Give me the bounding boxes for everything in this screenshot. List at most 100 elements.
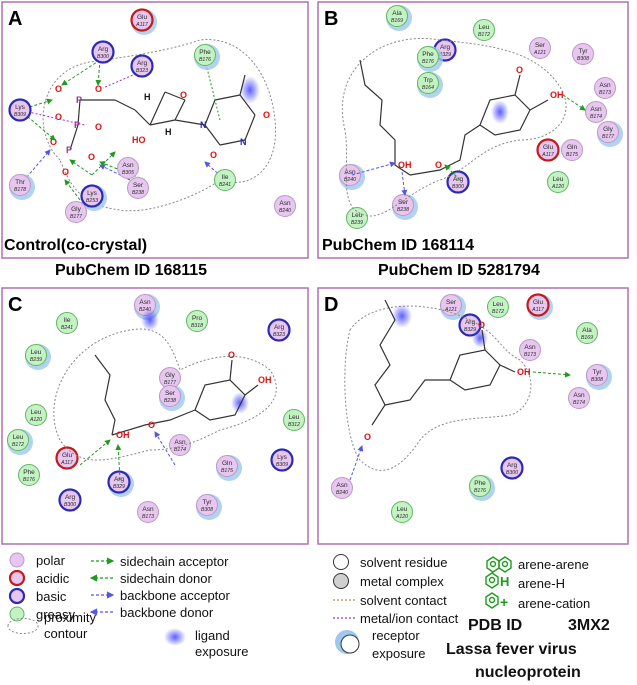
residue-number: B305 [122,170,134,176]
residue-name: Arg [453,176,464,183]
panel-d-atom-o: O [478,320,485,330]
legend-arene-arene-icon [486,556,512,573]
residue-name: Asn [122,162,134,169]
panel-d-caption: PubChem ID 5281794 [378,262,540,279]
atom-o-4: O [95,122,102,132]
atom-n-2: N [240,137,247,147]
residue-name: Leu [31,349,42,356]
legend-kind-solvent-residue: solvent residue [333,554,447,570]
residue-name: Arg [65,494,76,501]
residue-number: B300 [64,502,76,508]
residue-number: A121 [444,307,457,313]
residue-name: Leu [352,212,363,219]
residue-name: Ser [165,390,176,397]
residue-name: Leu [553,176,564,183]
legend-interaction-backbone-acceptor: backbone acceptor [91,588,231,603]
panel-c-caption: PubChem ID 168115 [55,262,207,279]
residue-number: B176 [23,477,35,483]
atom-p-3: P [66,145,72,155]
svg-text:solvent contact: solvent contact [360,593,447,608]
residue-number: A117 [541,152,555,158]
residue-number: B308 [577,56,589,62]
residue-name: Tyr [578,48,588,55]
residue-number: B309 [14,112,26,118]
residue-name: Leu [479,24,490,31]
panel-c-atom-o: O [228,350,235,360]
panel-b-frame [317,1,629,259]
residue-number: B239 [351,220,363,226]
atom-p-1: P [76,95,82,105]
residue-name: Asn [336,482,348,489]
residue-name: Asn [279,200,291,207]
residue-number: B308 [201,507,213,513]
atom-o-8: O [210,150,217,160]
panel-d-proximity-contour [344,305,532,471]
residue-number: B329 [439,52,451,58]
residue-number: A120 [29,417,42,423]
residue-number: B173 [599,90,611,96]
panel-b-caption: PubChem ID 168114 [322,237,474,254]
legend-arene-cation-symbol: + [500,594,508,610]
panel-b-letter: B [324,8,338,30]
residue-number: B329 [113,484,125,490]
panel-d-atom-o-2: O [364,432,371,442]
residue-number: B173 [524,352,536,358]
residue-name: Arg [440,44,451,51]
panel-a-caption: Control(co-crystal) [4,237,147,254]
residue-number: B329 [464,327,476,333]
residue-name: Arg [98,46,109,53]
residue-number: B174 [590,114,602,120]
residue-name: Arg [507,462,518,469]
residue-number: B323 [136,68,148,74]
svg-text:solvent residue: solvent residue [360,555,447,570]
residue-number: B175 [566,152,578,158]
residue-number: B241 [219,182,231,188]
residue-number: B178 [14,187,26,193]
residue-number: B175 [221,468,233,474]
panel-b-ligand-exposure [491,100,509,124]
residue-number: B239 [30,357,42,363]
residue-name: Ile [222,174,229,181]
residue-name: Pro [192,315,203,322]
residue-name: Leu [397,506,408,513]
legend-arene-h-symbol: H [500,574,509,589]
residue-name: Gly [71,206,82,213]
panel-d-letter: D [324,294,338,316]
residue-number: B176 [422,59,434,65]
atom-o-9: O [263,110,270,120]
residue-number: B164 [422,85,434,91]
legend-arene-cation-icon [485,592,499,609]
residue-name: Asn [590,106,602,113]
svg-text:polar: polar [36,553,66,568]
atom-o-5: O [50,137,57,147]
residue-name: Leu [31,409,42,416]
svg-text:sidechain donor: sidechain donor [120,571,212,586]
residue-number: B176 [474,488,486,494]
residue-number: A120 [551,184,564,190]
panel-b-atom-oh-1: OH [550,90,564,100]
residue-number: B172 [478,32,490,38]
residue-number: B323 [273,332,285,338]
